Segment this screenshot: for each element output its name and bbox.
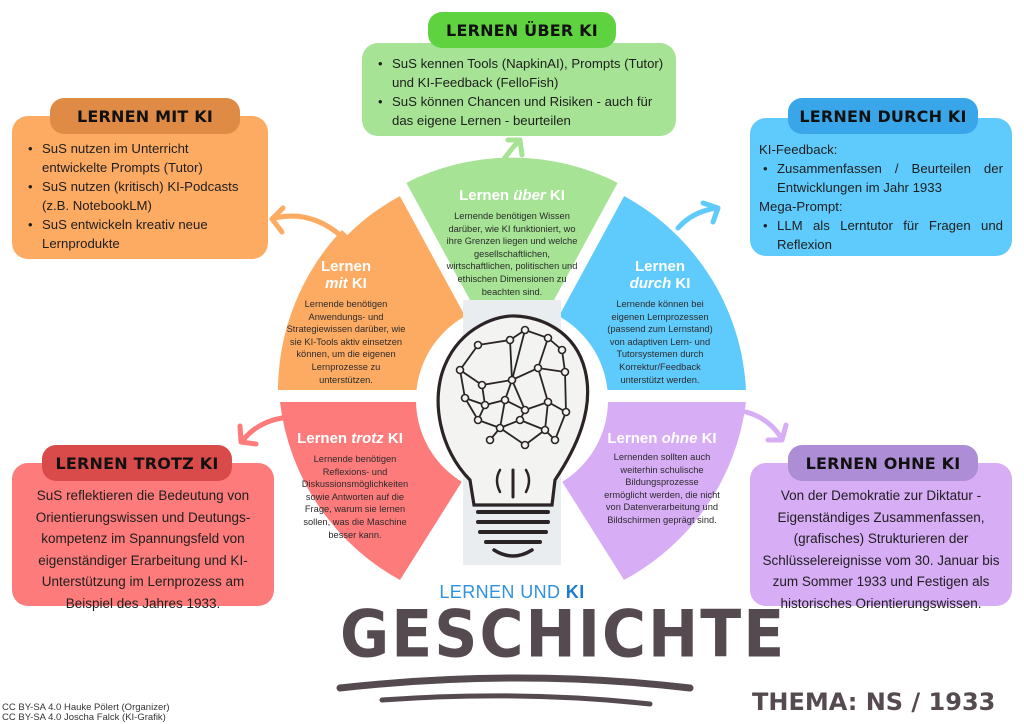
card-durch-list-1: Zusammenfassen / Beurteilen der Entwickl… [759,159,1003,197]
arrow-ohne-icon [743,409,789,443]
topic-label: THEMA: NS / 1933 [752,688,996,716]
list-item: SuS können Chancen und Risiken - auch fü… [374,92,664,130]
lightbulb-network-icon [436,314,590,558]
segment-trotz-body: Lernende benötigen Reflexions- und Disku… [301,454,409,540]
segment-ohne-title: Lernen ohne KI [607,430,717,447]
card-ueber-heading: LERNEN ÜBER KI [428,12,616,48]
list-item: LLM als Lerntutor für Fragen und Reflexi… [759,216,1003,254]
card-lernen-mit-ki: SuS nutzen im Unterricht entwickelte Pro… [12,116,268,259]
credit-line: CC BY-SA 4.0 Joscha Falck (KI-Grafik) [2,712,166,723]
card-lernen-ohne-ki: Von der Demokratie zur Diktatur - Eigens… [750,463,1012,611]
card-trotz-text: SuS reflektieren die Bedeutung von Orien… [35,488,251,611]
card-ohne-heading: LERNEN OHNE KI [788,445,978,481]
segment-trotz: Lernen trotz KI Lernende benötigen Refle… [290,430,410,541]
page-title: GESCHICHTE [340,597,787,673]
arrow-ueber-icon [497,137,525,168]
segment-ueber: Lernen über KI Lernende benötigen Wissen… [440,187,584,298]
card-lernen-durch-ki: KI-Feedback: Zusammenfassen / Beurteilen… [750,118,1012,256]
arrow-durch-icon [675,200,721,231]
card-trotz-heading: LERNEN TROTZ KI [42,445,232,481]
list-item: SuS nutzen im Unterricht entwickelte Pro… [24,139,256,177]
segment-ueber-body: Lernende benötigen Wissen darüber, wie K… [446,211,578,297]
card-durch-label-feedback: KI-Feedback: [759,142,838,157]
card-mit-heading: LERNEN MIT KI [50,98,240,134]
brush-underline [336,674,694,707]
card-durch-list-2: LLM als Lerntutor für Fragen und Reflexi… [759,216,1003,254]
subtitle: LERNEN UND KI [439,582,585,602]
arrow-trotz-icon [237,415,285,447]
segment-ueber-shape [404,157,620,384]
list-item: SuS nutzen (kritisch) KI-Podcasts (z.B. … [24,177,256,215]
segment-trotz-title: Lernen trotz KI [297,430,403,447]
segment-ohne: Lernen ohne KI Lernenden sollten auch we… [604,430,720,527]
credit-line: CC BY-SA 4.0 Hauke Pölert (Organizer) [2,702,170,713]
segment-ueber-title: Lernen über KI [459,187,565,204]
segment-ohne-body: Lernenden sollten auch weiterhin schulis… [604,452,720,525]
list-item: SuS kennen Tools (NapkinAI), Prompts (Tu… [374,54,664,92]
list-item: Zusammenfassen / Beurteilen der Entwickl… [759,159,1003,197]
card-lernen-ueber-ki: SuS kennen Tools (NapkinAI), Prompts (Tu… [362,43,676,136]
card-mit-list: SuS nutzen im Unterricht entwickelte Pro… [24,139,256,253]
list-item: SuS entwickeln kreativ neue Lernprodukte [24,215,256,253]
segment-mit-body: Lernende benötigen Anwendungs- und Strat… [286,299,406,385]
card-durch-heading: LERNEN DURCH KI [788,98,978,134]
card-ohne-text: Von der Demokratie zur Diktatur - Eigens… [762,488,1000,611]
card-lernen-trotz-ki: SuS reflektieren die Bedeutung von Orien… [12,463,274,611]
card-ueber-list: SuS kennen Tools (NapkinAI), Prompts (Tu… [374,54,664,130]
segment-durch-body: Lernende können bei eigenen Lernprozesse… [607,299,713,385]
card-durch-label-megaprompt: Mega-Prompt: [759,199,843,214]
arrow-mit-icon [269,205,343,238]
credits: CC BY-SA 4.0 Hauke Pölert (Organizer) CC… [2,703,170,723]
